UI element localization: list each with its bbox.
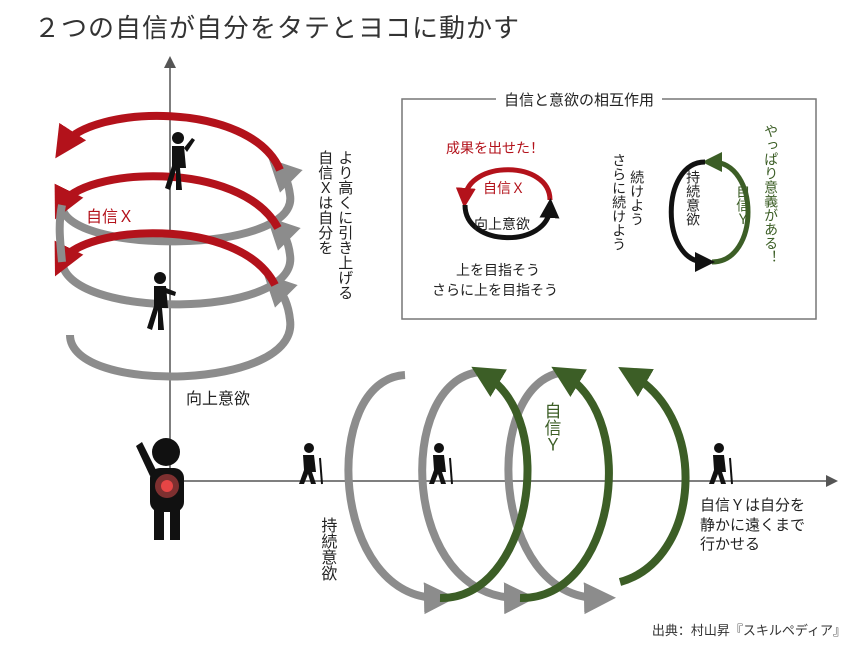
climber-icon [165,132,195,190]
climber-icon [147,272,176,330]
confidence-y-desc: 自信Ｙは自分を 静かに遠くまで 行かせる [700,496,805,555]
confidence-y-desc-line: 静かに遠くまで [700,515,806,534]
small-cycle-x [455,167,560,241]
box-middle-line1: 続けよう [628,170,645,226]
confidence-y-desc-line: 行かせる [700,535,761,553]
upward-motivation-label: 向上意欲 [186,389,251,408]
confidence-y-label: 自信Ｙ [540,402,561,453]
person-heart-icon [136,438,184,540]
confidence-x-desc-line2: より高くに引き上げる [336,150,355,300]
box-middle-line2: さらに続けよう [610,153,627,251]
confidence-y-desc-line: 自信Ｙは自分を [700,496,806,514]
confidence-x-label: 自信Ｘ [86,207,135,226]
source-credit: 出典：村山昇『スキルペディア』 [651,624,846,639]
sustained-motivation-label: 持続意欲 [318,517,338,581]
small-cycle-y [668,152,751,272]
box-right-exclaim: やっぱり意義がある！ [762,124,779,264]
box-left-inner-top: 自信Ｘ [483,181,525,197]
box-right-inner-right: 自信Ｙ [734,184,751,226]
walker-icon [429,443,453,485]
interaction-box-title: 自信と意欲の相互作用 [496,89,663,110]
horizontal-loops [344,366,690,615]
box-left-exclaim: 成果を出せた！ [446,141,544,157]
page-title: ２つの自信が自分をタテとヨコに動かす [34,14,521,44]
box-left-caption-line1: 上を目指そう [456,263,540,279]
spiral-red-arcs [54,111,284,287]
box-right-inner-left: 持続意欲 [684,170,701,226]
box-left-caption-line2: さらに上を目指そう [432,283,558,299]
spiral-gray-arcs [58,158,303,381]
box-left-inner-bottom: 向上意欲 [474,217,530,233]
confidence-x-desc-line1: 自信Ｘは自分を [316,150,335,255]
walker-icon [709,443,733,485]
walker-icon [299,443,323,485]
